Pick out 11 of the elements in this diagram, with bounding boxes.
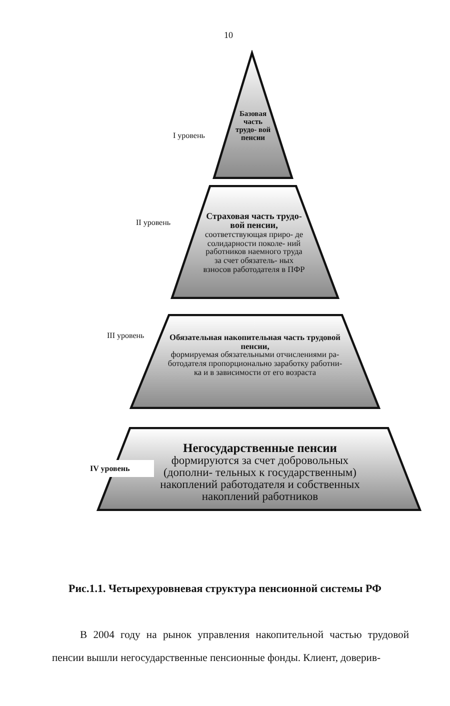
tier-heading: Страховая часть трудо- вой пенсии,	[205, 212, 303, 231]
tier-description: формируемая обязательными отчислениями ра- ботодателя пропорционально заработку работни- ка и в зависимости от его возраста	[167, 351, 343, 378]
tier-description: соответствующая приро- де солидарности поколе- ний работников наемного труда за счет обязатель- ных взносов работодателя в ПФР	[202, 230, 306, 274]
tier-description: формируются за счет добровольных (дополни- тельных к государственным) накоплений работодателя и собственных накоплений работников	[159, 455, 361, 504]
level-label: II уровень	[136, 218, 171, 227]
level-label: I уровень	[173, 131, 205, 140]
body-paragraph: В 2004 году на рынок управления накопительной частью трудовой пенсии вышли негосударственные пенсионные фонды. Клиент, доверив-	[52, 629, 409, 666]
tier-heading: Негосударственные пенсии	[182, 442, 338, 456]
page-number: 10	[224, 30, 233, 40]
level-label: III уровень	[107, 331, 144, 340]
figure-caption: Рис.1.1. Четырехуровневая структура пенсионной системы РФ	[68, 583, 382, 595]
